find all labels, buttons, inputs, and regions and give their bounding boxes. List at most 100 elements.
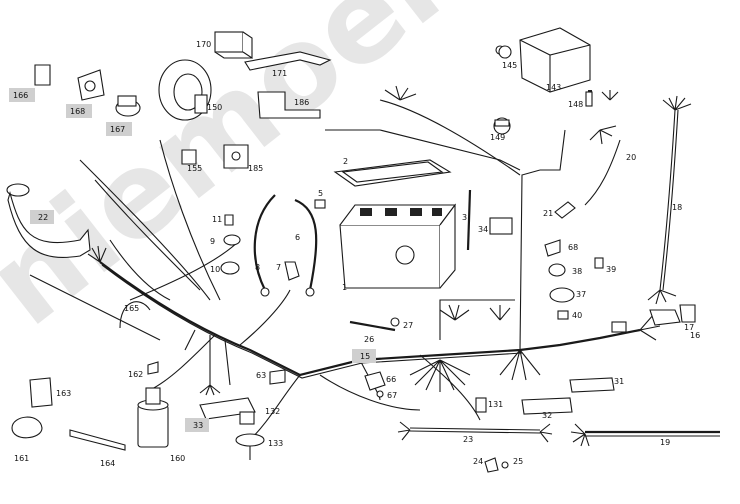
part-39	[594, 257, 604, 269]
part-38	[548, 263, 566, 277]
label-167: 167	[110, 125, 125, 134]
part-10	[220, 261, 240, 275]
label-168: 168	[70, 107, 85, 116]
label-155: 155	[187, 164, 202, 173]
label-1: 1	[342, 283, 347, 292]
part-7	[284, 261, 300, 281]
horn-150	[158, 59, 212, 121]
switch-167	[115, 95, 141, 117]
label-161: 161	[14, 454, 29, 463]
label-145: 145	[502, 61, 517, 70]
part-145	[498, 45, 512, 59]
part-21	[554, 201, 576, 219]
part-133	[235, 433, 265, 447]
label-11: 11	[212, 215, 222, 224]
label-16: 16	[690, 331, 700, 340]
part-27	[390, 317, 400, 327]
label-148: 148	[568, 100, 583, 109]
strap-164	[69, 429, 126, 451]
label-17: 17	[684, 323, 694, 332]
label-39: 39	[606, 265, 616, 274]
part-40	[557, 310, 569, 320]
label-143: 143	[546, 83, 561, 92]
part-9	[223, 234, 241, 246]
label-2: 2	[343, 157, 348, 166]
label-149: 149	[490, 133, 505, 142]
connector-16	[611, 304, 696, 333]
label-3: 3	[462, 213, 467, 222]
battery-cable-6	[294, 198, 318, 291]
part-131	[475, 397, 487, 413]
label-160: 160	[170, 454, 185, 463]
label-21: 21	[543, 209, 553, 218]
label-40: 40	[572, 311, 582, 320]
part-132	[239, 411, 255, 425]
label-31: 31	[614, 377, 624, 386]
bracket-171	[244, 51, 332, 71]
label-63: 63	[256, 371, 266, 380]
label-131: 131	[488, 400, 503, 409]
label-162: 162	[128, 370, 143, 379]
part-155	[181, 149, 197, 165]
label-163: 163	[56, 389, 71, 398]
part-67	[376, 390, 384, 398]
label-33: 33	[193, 421, 203, 430]
ignition-coil-160	[137, 387, 169, 448]
label-15: 15	[360, 352, 370, 361]
hold-down-rod	[466, 189, 472, 251]
harness-19	[570, 423, 720, 447]
label-8: 8	[255, 263, 260, 272]
label-133: 133	[268, 439, 283, 448]
wire-165	[119, 301, 151, 329]
harness-23	[397, 421, 553, 443]
part-11	[224, 214, 234, 226]
label-66: 66	[386, 375, 396, 384]
label-10: 10	[210, 265, 220, 274]
part-68	[544, 239, 561, 257]
part-66	[364, 371, 386, 391]
label-5: 5	[318, 189, 323, 198]
clamp-161	[11, 416, 43, 439]
label-27: 27	[403, 321, 413, 330]
harness-18	[647, 95, 692, 305]
main-harness	[29, 99, 641, 460]
battery-tray	[333, 159, 452, 187]
wire-20	[584, 139, 621, 206]
label-164: 164	[100, 459, 115, 468]
relay-170	[214, 31, 253, 60]
filler-neck	[6, 183, 91, 258]
label-150: 150	[207, 103, 222, 112]
battery-cable-5	[253, 194, 276, 291]
label-166: 166	[13, 91, 28, 100]
part-163	[29, 377, 53, 408]
label-18: 18	[672, 203, 682, 212]
label-32: 32	[542, 411, 552, 420]
part-63	[269, 369, 286, 385]
label-170: 170	[196, 40, 211, 49]
label-132: 132	[265, 407, 280, 416]
label-171: 171	[272, 69, 287, 78]
ground-strap-26	[349, 320, 396, 332]
label-23: 23	[463, 435, 473, 444]
part-166	[34, 64, 51, 86]
battery	[339, 203, 457, 289]
label-185: 185	[248, 164, 263, 173]
terminal-block-34	[489, 217, 513, 235]
label-37: 37	[576, 290, 586, 299]
part-24	[484, 457, 499, 473]
label-24: 24	[473, 457, 483, 466]
label-38: 38	[572, 267, 582, 276]
label-19: 19	[660, 438, 670, 447]
label-7: 7	[276, 263, 281, 272]
bracket-186	[257, 91, 321, 119]
label-20: 20	[626, 153, 636, 162]
label-186: 186	[294, 98, 309, 107]
label-6: 6	[295, 233, 300, 242]
part-25	[501, 461, 509, 469]
connector-strip-31	[569, 377, 615, 393]
label-34: 34	[478, 225, 488, 234]
label-26: 26	[364, 335, 374, 344]
part-149	[493, 117, 511, 135]
label-9: 9	[210, 237, 215, 246]
